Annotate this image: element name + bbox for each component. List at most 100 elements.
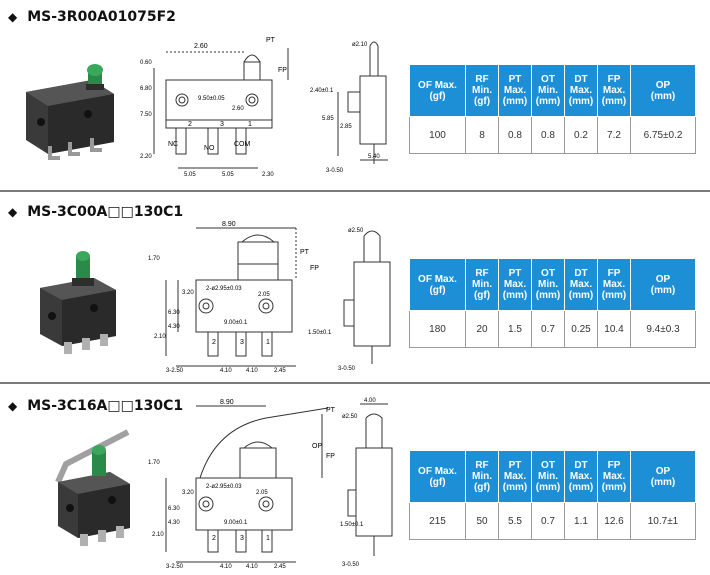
terminal-number: 2 — [188, 121, 192, 128]
column-header: OF Max. (gf) — [409, 64, 466, 117]
green-actuator-icon — [72, 251, 94, 286]
dim-label: 2-ø2.95±0.03 — [206, 286, 242, 292]
dim-label: 4.10 — [220, 564, 232, 570]
dim-label: 5.05 — [222, 172, 234, 178]
table-cell: 0.8 — [498, 116, 532, 154]
section-divider — [0, 382, 710, 384]
dim-label: PT — [326, 407, 336, 414]
column-header: OT Min. (mm) — [531, 258, 565, 311]
table-cell: 10.7±1 — [630, 502, 696, 540]
dim-label: 9.50±0.05 — [198, 96, 225, 102]
dim-label: 3.20 — [182, 290, 194, 296]
side-view-drawing: ø2.10 2.40±0.1 5.85 2.85 5.40 3-0.50 — [310, 41, 388, 174]
column-header: FP Max. (mm) — [597, 450, 631, 503]
column-header: DT Max. (mm) — [564, 64, 598, 117]
dim-label: ø2.10 — [352, 42, 368, 48]
dim-label: 9.00±0.1 — [224, 320, 248, 326]
column-header: PT Max. (mm) — [498, 258, 532, 311]
dim-label: 2.45 — [274, 564, 286, 570]
table-cell: 215 — [409, 502, 466, 540]
dim-label: 1.70 — [148, 460, 160, 466]
column-header: RF Min. (gf) — [465, 258, 499, 311]
dim-label: 3-0.50 — [342, 562, 360, 568]
diamond-bullet-icon: ◆ — [8, 399, 18, 413]
section-title: ◆MS-3C16A□□130C1 — [8, 398, 184, 414]
column-header: PT Max. (mm) — [498, 450, 532, 503]
dim-label: 3-0.50 — [326, 168, 344, 174]
column-header: PT Max. (mm) — [498, 64, 532, 117]
dim-label: 8.90 — [220, 399, 234, 406]
column-header: DT Max. (mm) — [564, 450, 598, 503]
terminal-number: 2 — [212, 339, 216, 346]
dim-label: ø2.50 — [348, 228, 364, 234]
dim-label: PT — [266, 37, 276, 44]
column-header: OP (mm) — [630, 64, 696, 117]
column-header: OP (mm) — [630, 450, 696, 503]
column-header: RF Min. (gf) — [465, 450, 499, 503]
spec-table: OF Max. (gf) RF Min. (gf) PT Max. (mm) O… — [409, 64, 696, 154]
terminal-number: 1 — [266, 535, 270, 542]
table-cell: 0.7 — [531, 310, 565, 348]
terminal-number: 3 — [240, 535, 244, 542]
dim-label: OP — [312, 443, 322, 450]
dim-label: 4.00 — [364, 398, 376, 404]
dim-label: 2.30 — [262, 172, 274, 178]
dim-label: 5.40 — [368, 154, 380, 160]
section-divider — [0, 190, 710, 192]
dim-label: 2.60 — [194, 43, 208, 50]
terminal-label: NO — [204, 145, 215, 152]
terminal-number: 1 — [248, 121, 252, 128]
dim-label: 4.10 — [220, 368, 232, 374]
product-photo — [55, 429, 130, 546]
product-photo — [26, 64, 114, 160]
front-view-drawing: 2.60 PT FP 0.60 6.80 7.50 2.20 9.50±0.05… — [140, 37, 289, 178]
dim-label: 5.05 — [184, 172, 196, 178]
dim-label: 3-0.50 — [338, 366, 356, 372]
product-section-1: ◆MS-3R00A01075F2 — [0, 0, 710, 190]
dim-label: 9.00±0.1 — [224, 520, 248, 526]
column-header: RF Min. (gf) — [465, 64, 499, 117]
table-header-row: OF Max. (gf) RF Min. (gf) PT Max. (mm) O… — [409, 450, 696, 503]
table-cell: 20 — [465, 310, 499, 348]
dim-label: 2.45 — [274, 368, 286, 374]
dim-label: FP — [310, 265, 319, 272]
dim-label: 6.80 — [140, 86, 152, 92]
table-cell: 5.5 — [498, 502, 532, 540]
table-cell: 0.25 — [564, 310, 598, 348]
dim-label: 8.90 — [222, 221, 236, 228]
dim-label: 2.85 — [340, 124, 352, 130]
switch-body — [58, 472, 130, 538]
dim-label: ø2.50 — [342, 414, 358, 420]
column-header: OT Min. (mm) — [531, 64, 565, 117]
dim-label: 1.50±0.1 — [340, 522, 364, 528]
column-header: FP Max. (mm) — [597, 64, 631, 117]
dim-label: 4.30 — [168, 520, 180, 526]
table-cell: 1.1 — [564, 502, 598, 540]
dim-label: 4.10 — [246, 368, 258, 374]
table-header-row: OF Max. (gf) RF Min. (gf) PT Max. (mm) O… — [409, 258, 696, 311]
terminal-number: 3 — [220, 121, 224, 128]
column-header: OT Min. (mm) — [531, 450, 565, 503]
section-title: ◆MS-3R00A01075F2 — [8, 9, 176, 25]
diamond-bullet-icon: ◆ — [8, 205, 18, 219]
terminals — [64, 334, 108, 354]
dim-label: 1.50±0.1 — [308, 330, 332, 336]
front-view-drawing: 8.90 PT FP 1.70 3.20 6.30 4.30 2.10 2-ø2… — [148, 221, 319, 374]
dim-label: 3.20 — [182, 490, 194, 496]
dim-label: 2.20 — [140, 154, 152, 160]
table-cell: 0.7 — [531, 502, 565, 540]
dim-label: 2.40±0.1 — [310, 88, 334, 94]
dim-label: 2-ø2.95±0.03 — [206, 484, 242, 490]
dim-label: 5.85 — [322, 116, 334, 122]
side-view-drawing: 4.00 ø2.50 1.50±0.1 3-0.50 — [340, 398, 393, 568]
product-section-2: ◆MS-3C00A□□130C1 — [0, 192, 710, 382]
table-cell: 6.75±0.2 — [630, 116, 696, 154]
terminal-label: NC — [168, 141, 178, 148]
table-cell: 0.8 — [531, 116, 565, 154]
dim-label: PT — [300, 249, 310, 256]
table-cell: 9.4±0.3 — [630, 310, 696, 348]
spec-table: OF Max. (gf) RF Min. (gf) PT Max. (mm) O… — [409, 450, 696, 540]
table-row: 100 8 0.8 0.8 0.2 7.2 6.75±0.2 — [409, 116, 696, 154]
dim-label: 0.60 — [140, 60, 152, 66]
terminals — [80, 526, 124, 546]
